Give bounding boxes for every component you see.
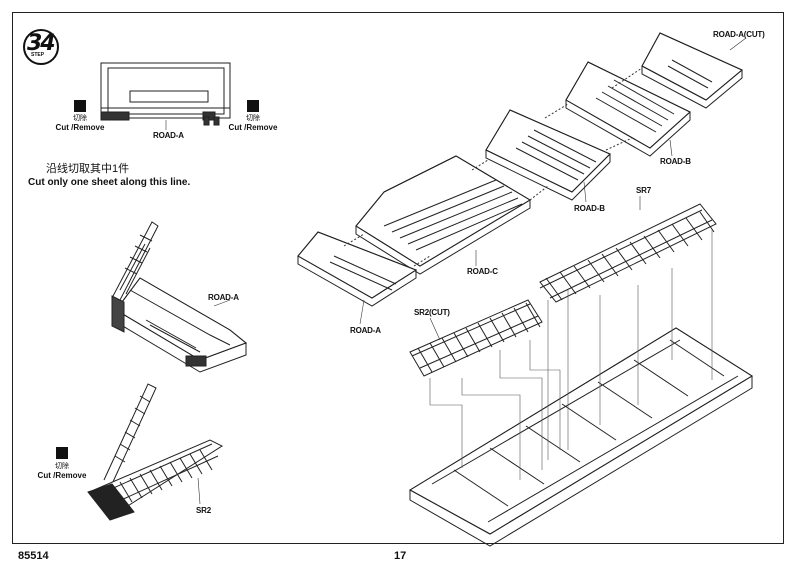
connector-dashes: [343, 67, 643, 267]
road-a-piece-right: [297, 231, 418, 307]
label-sr7: SR7: [636, 186, 651, 195]
page-frame: [12, 12, 784, 544]
cut-remove-en: Cut /Remove: [228, 123, 278, 132]
label-road-a-bottom: ROAD-A: [350, 326, 381, 335]
label-road-b-lower: ROAD-B: [574, 204, 605, 213]
scissors-icon-3: [56, 447, 68, 459]
step-word: STEP: [30, 52, 46, 58]
cut-remove-en: Cut /Remove: [37, 471, 87, 480]
sprue-runner-2: [103, 383, 157, 485]
label-sr2: SR2: [196, 506, 211, 515]
cut-remove-caption-2: 切除 Cut /Remove: [218, 113, 288, 132]
placement-guides: [429, 230, 713, 480]
label-road-a-mid: ROAD-A: [208, 293, 239, 302]
cut-note-cn: 沿线切取其中1件: [46, 163, 130, 175]
road-a-front-view: [100, 62, 231, 126]
leader-lines: [165, 37, 747, 505]
cut-remove-en: Cut /Remove: [55, 123, 105, 132]
scissors-icon-2: [247, 100, 259, 112]
label-road-a-cut: ROAD-A(CUT): [713, 30, 765, 39]
cut-remove-cn: 切除: [73, 115, 87, 122]
cut-note-en: Cut only one sheet along this line.: [28, 177, 191, 188]
cut-remove-cn: 切除: [55, 463, 69, 470]
cut-remove-caption-3: 切除 Cut /Remove: [27, 461, 97, 480]
cut-remove-cn: 切除: [246, 115, 260, 122]
sr2-track-left: [87, 439, 224, 521]
label-sr2-cut: SR2(CUT): [414, 308, 450, 317]
road-a-iso-left: [111, 277, 247, 373]
road-a-cut-piece: [641, 32, 743, 109]
scissors-icon-1: [74, 100, 86, 112]
road-b-lower-piece: [485, 109, 611, 201]
step-badge-icon: [23, 29, 59, 65]
page-number: 17: [394, 550, 407, 562]
step-number: 34: [27, 31, 56, 56]
part-number: 85514: [18, 550, 49, 562]
sr7-track: [539, 203, 717, 303]
sr2-cut-track: [409, 299, 543, 377]
label-road-a-top: ROAD-A: [153, 131, 184, 140]
label-road-b-upper: ROAD-B: [660, 157, 691, 166]
cut-remove-caption-1: 切除 Cut /Remove: [45, 113, 115, 132]
road-base-full: [409, 327, 753, 547]
label-road-c: ROAD-C: [467, 267, 498, 276]
road-c-piece: [355, 155, 531, 275]
sprue-runner-1: [111, 221, 159, 301]
